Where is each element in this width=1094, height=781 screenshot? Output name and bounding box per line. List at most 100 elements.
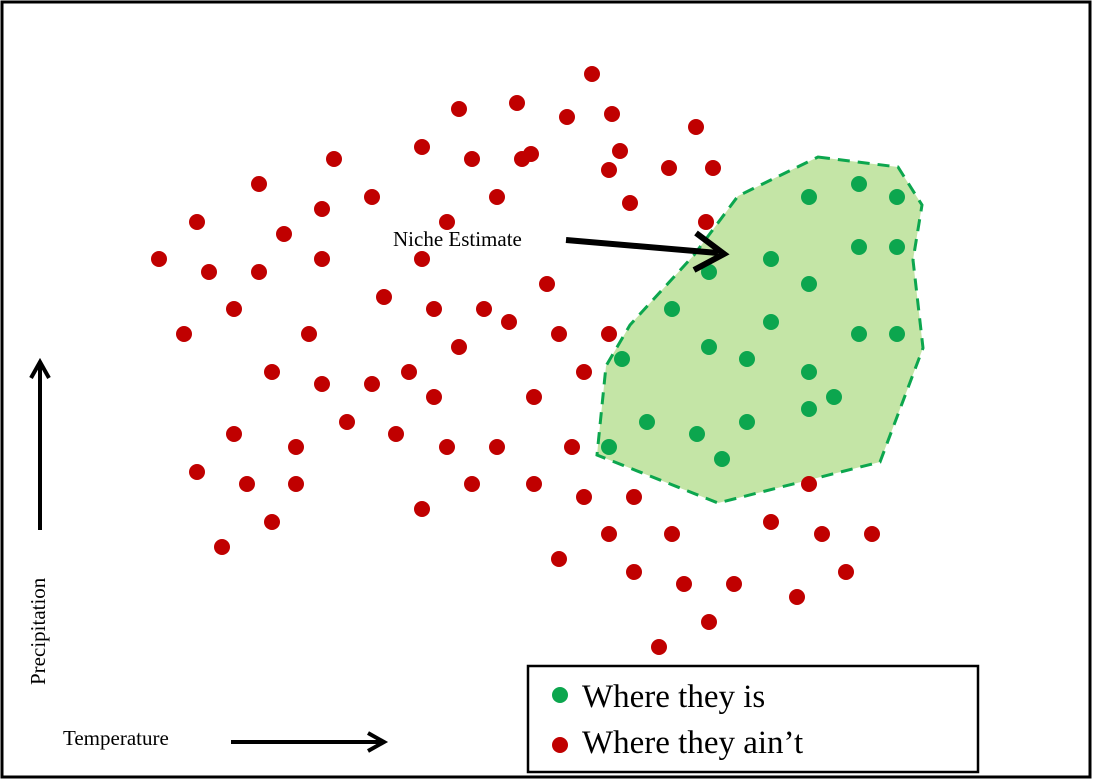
present-point	[763, 251, 779, 267]
present-point	[889, 189, 905, 205]
absent-point	[523, 146, 539, 162]
absent-point	[439, 439, 455, 455]
absent-points-layer	[151, 66, 880, 655]
absent-point	[601, 526, 617, 542]
absent-point	[698, 214, 714, 230]
absent-point	[464, 151, 480, 167]
legend: Where they is Where they ain’t	[526, 664, 980, 774]
absent-point	[339, 414, 355, 430]
absent-point	[864, 526, 880, 542]
temperature-axis-label: Temperature	[63, 726, 169, 750]
absent-point	[626, 489, 642, 505]
present-point	[851, 239, 867, 255]
absent-point	[564, 439, 580, 455]
absent-point	[559, 109, 575, 125]
present-point	[701, 264, 717, 280]
absent-point	[501, 314, 517, 330]
present-point	[614, 351, 630, 367]
present-point	[889, 239, 905, 255]
present-point	[739, 414, 755, 430]
absent-point	[401, 364, 417, 380]
absent-point	[439, 214, 455, 230]
absent-point	[288, 476, 304, 492]
absent-point	[239, 476, 255, 492]
absent-point	[576, 489, 592, 505]
absent-point	[601, 162, 617, 178]
present-points-layer	[601, 176, 905, 467]
absent-point	[251, 264, 267, 280]
absent-point	[189, 214, 205, 230]
absent-point	[539, 276, 555, 292]
legend-absent-label: Where they ain’t	[582, 725, 803, 761]
absent-point	[414, 251, 430, 267]
present-point	[701, 339, 717, 355]
absent-point	[414, 501, 430, 517]
absent-point	[701, 614, 717, 630]
absent-point	[476, 301, 492, 317]
niche-estimate-region	[595, 155, 925, 505]
absent-point	[612, 143, 628, 159]
present-point	[851, 326, 867, 342]
absent-point	[314, 251, 330, 267]
present-point	[801, 364, 817, 380]
present-point	[664, 301, 680, 317]
absent-point	[838, 564, 854, 580]
absent-point	[584, 66, 600, 82]
absent-point	[276, 226, 292, 242]
absent-point	[189, 464, 205, 480]
absent-point	[576, 364, 592, 380]
present-point	[639, 414, 655, 430]
absent-point	[288, 439, 304, 455]
legend-box	[526, 664, 980, 774]
absent-point	[301, 326, 317, 342]
precipitation-axis-label: Precipitation	[26, 577, 50, 685]
present-point	[801, 189, 817, 205]
present-point	[601, 439, 617, 455]
absent-point	[551, 326, 567, 342]
niche-estimate-label: Niche Estimate	[393, 227, 522, 251]
absent-point	[705, 160, 721, 176]
absent-point	[604, 106, 620, 122]
absent-point	[176, 326, 192, 342]
absent-point	[414, 139, 430, 155]
absent-point	[451, 101, 467, 117]
absent-point	[426, 389, 442, 405]
absent-point	[551, 551, 567, 567]
absent-point	[622, 195, 638, 211]
temperature-axis-arrow	[231, 731, 389, 753]
absent-point	[376, 289, 392, 305]
absent-point	[651, 639, 667, 655]
present-point	[689, 426, 705, 442]
absent-point	[326, 151, 342, 167]
absent-point	[151, 251, 167, 267]
absent-point	[314, 376, 330, 392]
absent-point	[214, 539, 230, 555]
absent-point	[388, 426, 404, 442]
absent-point	[789, 589, 805, 605]
absent-point	[489, 439, 505, 455]
present-point	[826, 389, 842, 405]
absent-point	[601, 326, 617, 342]
absent-point	[688, 119, 704, 135]
niche-estimate-arrow	[565, 230, 730, 273]
absent-point	[314, 201, 330, 217]
absent-point	[801, 476, 817, 492]
legend-absent-marker	[552, 737, 568, 753]
present-point	[851, 176, 867, 192]
absent-point	[426, 301, 442, 317]
present-point	[739, 351, 755, 367]
absent-point	[526, 389, 542, 405]
absent-point	[814, 526, 830, 542]
present-point	[889, 326, 905, 342]
absent-point	[364, 189, 380, 205]
absent-point	[251, 176, 267, 192]
absent-point	[201, 264, 217, 280]
absent-point	[726, 576, 742, 592]
present-point	[763, 314, 779, 330]
absent-point	[676, 576, 692, 592]
absent-point	[489, 189, 505, 205]
legend-present-marker	[552, 687, 568, 703]
absent-point	[364, 376, 380, 392]
present-point	[801, 276, 817, 292]
